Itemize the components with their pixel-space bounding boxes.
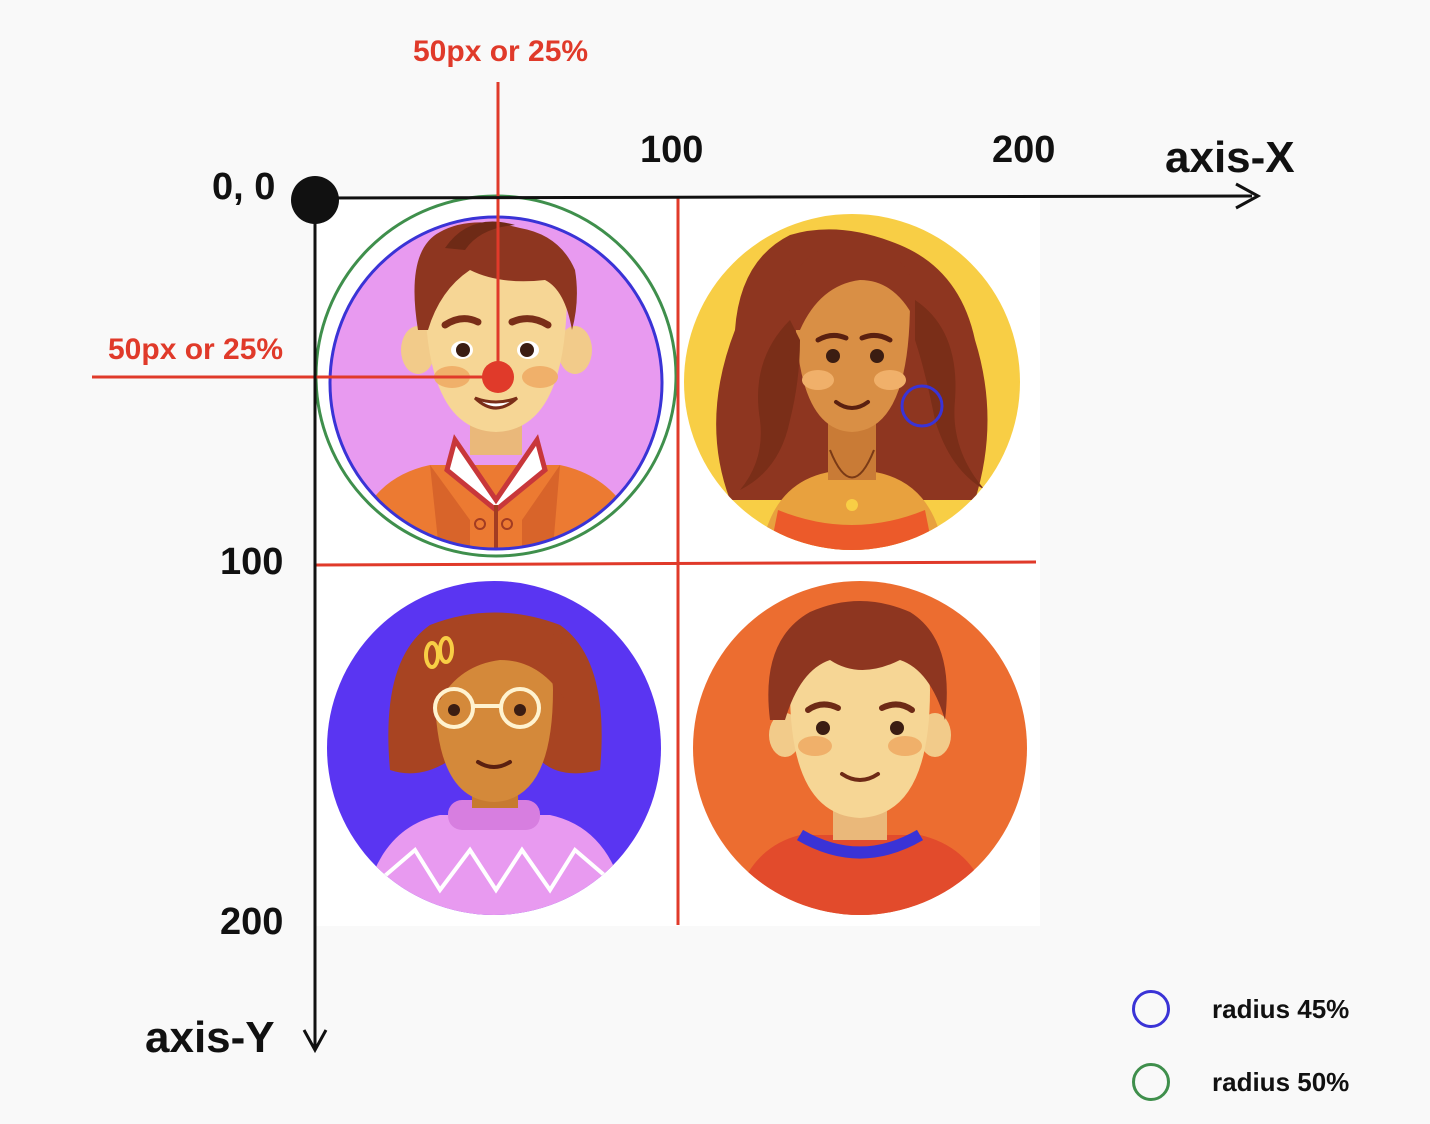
blue-circle-icon	[1132, 990, 1170, 1028]
y-tick-100-label: 100	[220, 541, 284, 583]
origin-point	[291, 176, 339, 224]
x-tick-100-label: 100	[640, 129, 704, 171]
y-axis-arrowhead	[302, 1029, 328, 1054]
legend-item-radius-50: radius 50%	[1132, 1063, 1349, 1101]
legend-item-radius-45: radius 45%	[1132, 990, 1349, 1028]
x-axis-line	[314, 194, 1253, 200]
center-x-note: 50px or 25%	[413, 35, 589, 68]
origin-label: 0, 0	[212, 166, 276, 208]
y-tick-200-label: 200	[220, 901, 284, 943]
legend-label: radius 50%	[1212, 1066, 1350, 1097]
curly-hair-woman-avatar	[684, 214, 1020, 550]
radius-45-circle	[328, 215, 664, 551]
x-axis-label: axis-X	[1165, 133, 1295, 182]
green-circle-icon	[1132, 1063, 1170, 1101]
x-tick-200-label: 200	[992, 129, 1056, 171]
center-y-note: 50px or 25%	[108, 333, 284, 366]
x-axis-arrowhead	[1235, 182, 1262, 210]
legend-label: radius 45%	[1212, 993, 1350, 1024]
center-point	[482, 361, 514, 393]
horizontal-divider-line	[314, 560, 1037, 567]
y-axis-label: axis-Y	[145, 1013, 275, 1062]
